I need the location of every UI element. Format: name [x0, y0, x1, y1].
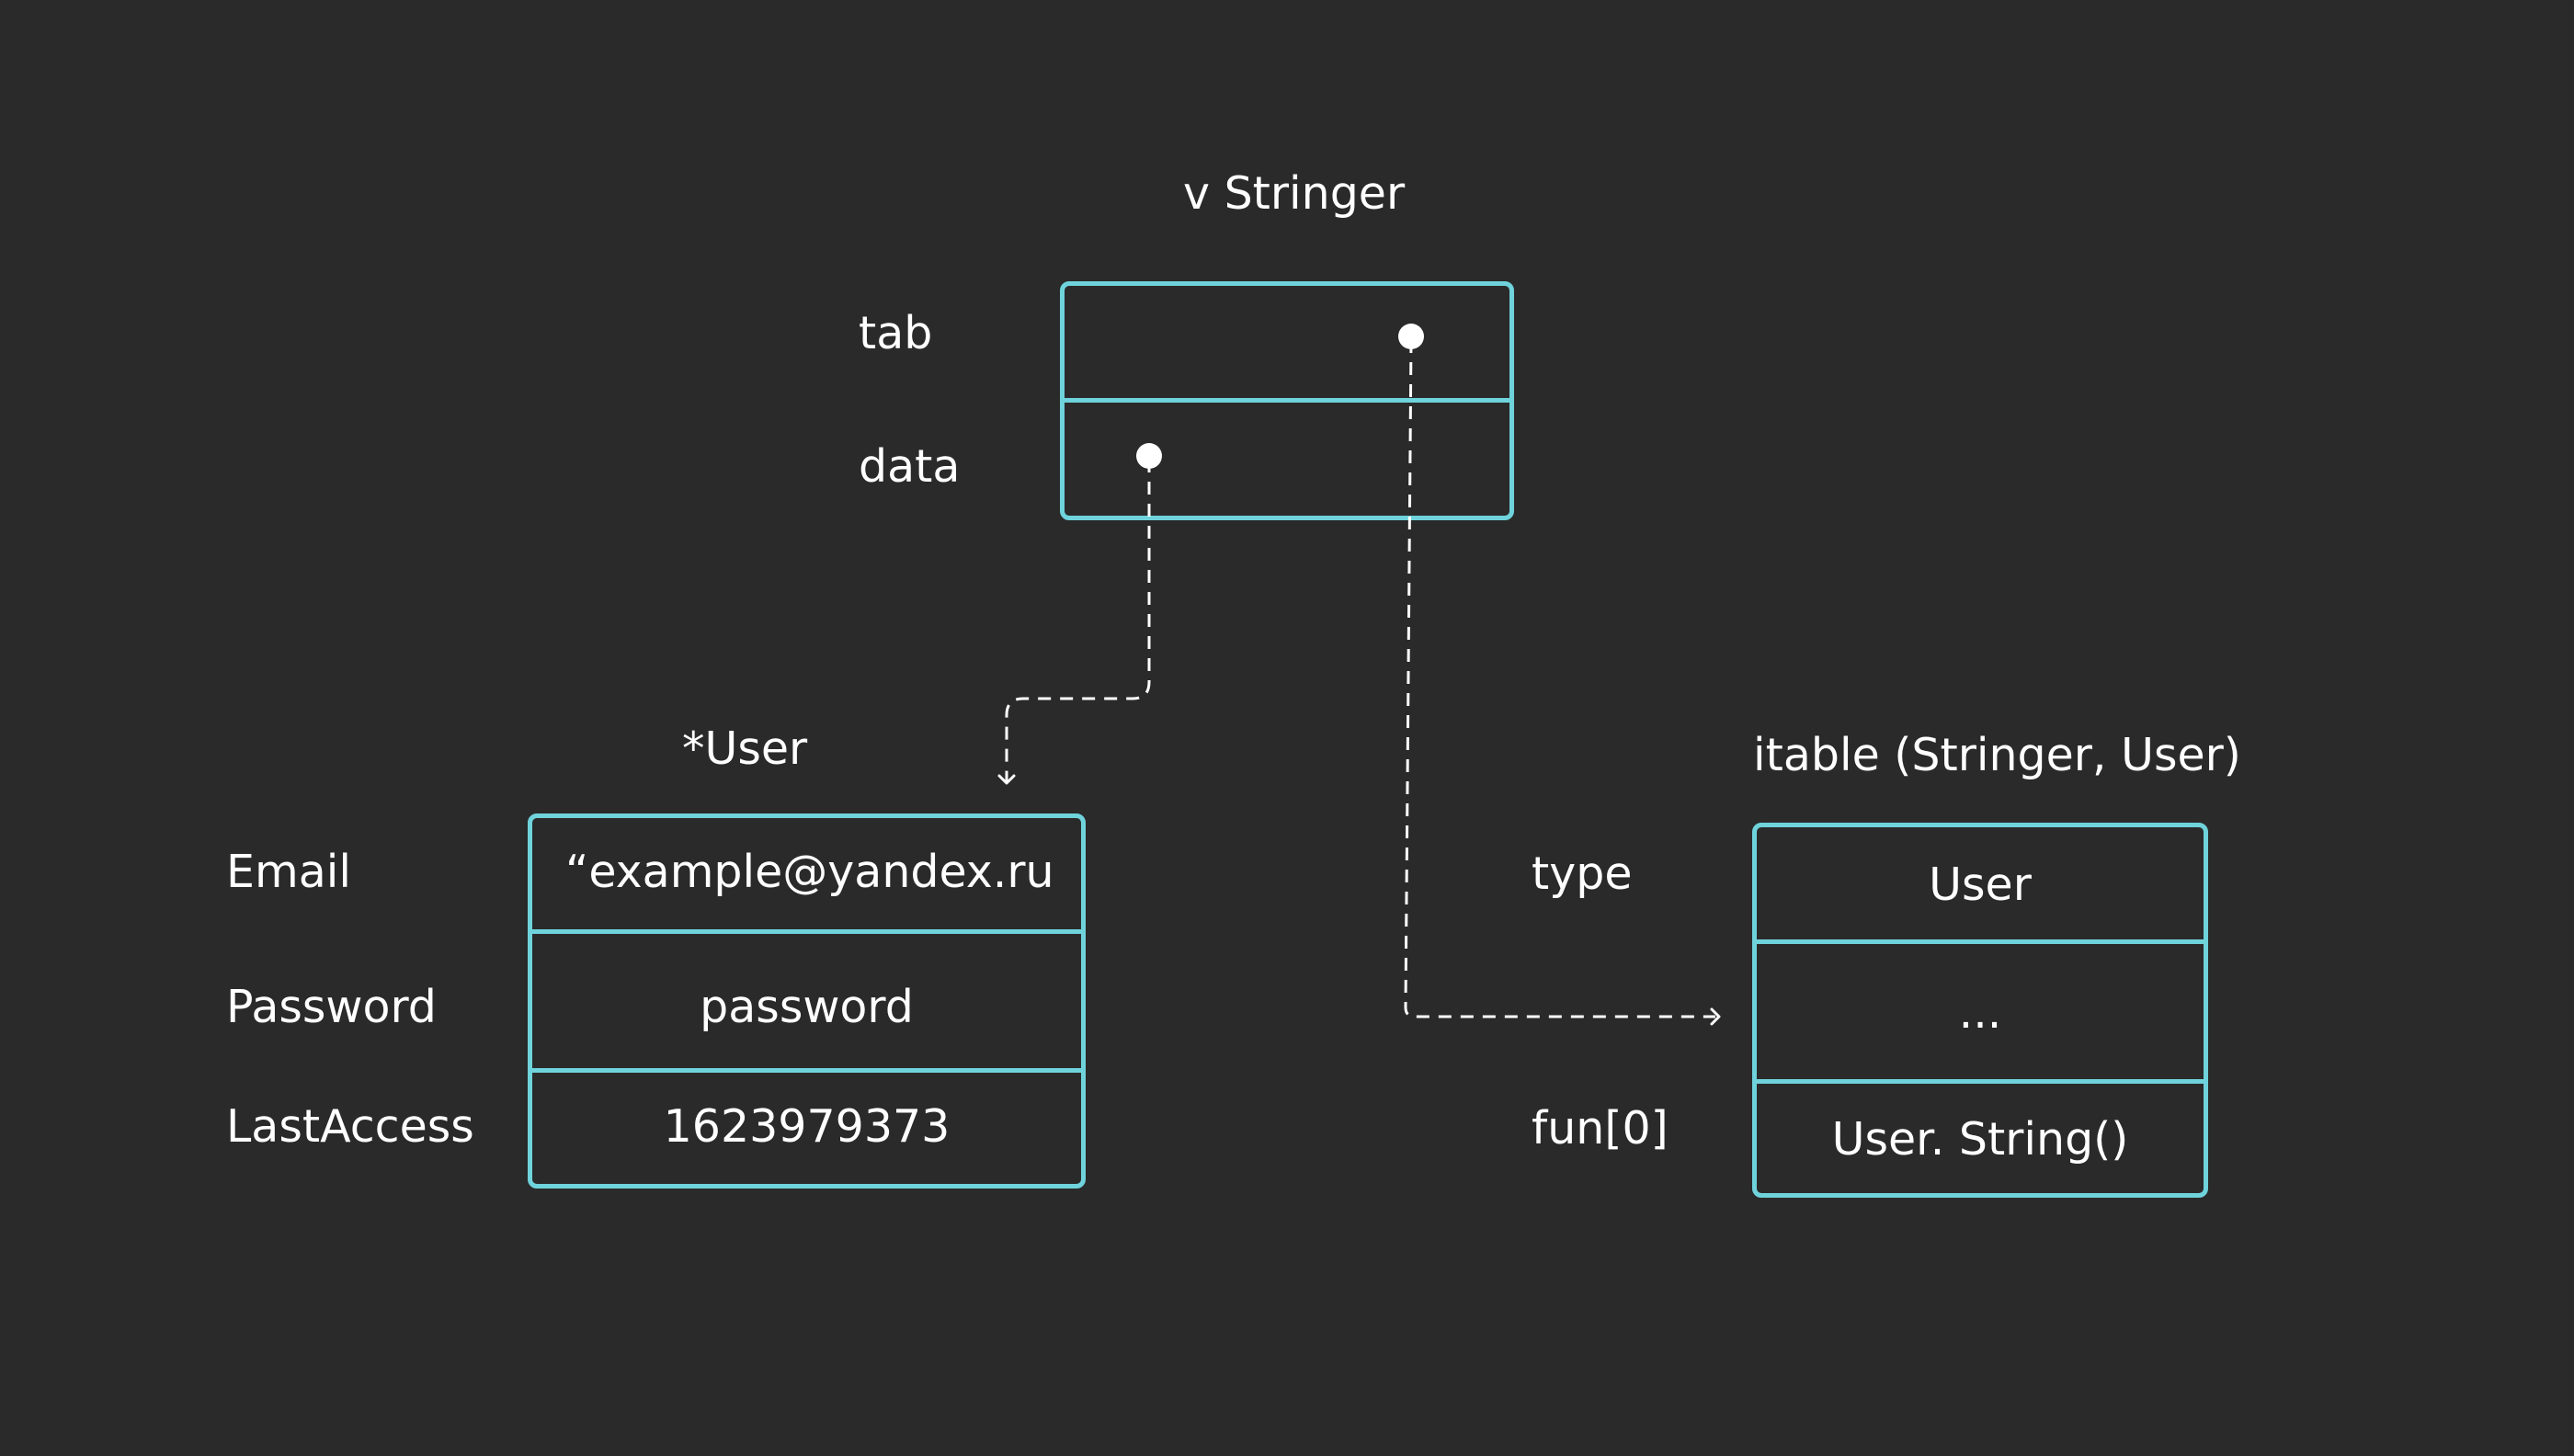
- user-divider-2: [532, 1068, 1081, 1073]
- data-pointer-dot: [1136, 443, 1162, 469]
- stringer-divider: [1065, 398, 1509, 403]
- stringer-title: v Stringer: [1183, 167, 1406, 220]
- stringer-box: [1060, 281, 1514, 520]
- user-value-email: “example@yandex.ru: [565, 846, 1054, 898]
- tab-arrow-head: [1710, 1007, 1721, 1026]
- itable-value-ellipsis: ...: [1958, 986, 2002, 1039]
- stringer-label-data: data: [859, 440, 961, 493]
- itable-title: itable (Stringer, User): [1753, 729, 2241, 781]
- user-title: *User: [682, 722, 808, 775]
- stringer-label-tab: tab: [859, 307, 933, 359]
- itable-divider-1: [1757, 939, 2204, 944]
- user-label-lastaccess: LastAccess: [226, 1100, 474, 1153]
- itable-box: User ... User. String(): [1752, 823, 2208, 1198]
- user-value-lastaccess: 1623979373: [663, 1100, 951, 1153]
- user-value-password: password: [700, 981, 914, 1033]
- itable-label-type: type: [1532, 847, 1633, 900]
- itable-value-type: User: [1929, 859, 2032, 911]
- user-label-email: Email: [226, 846, 351, 898]
- itable-label-fun0: fun[0]: [1532, 1102, 1669, 1155]
- user-box: “example@yandex.ru password 1623979373: [528, 813, 1086, 1189]
- tab-pointer-dot: [1398, 324, 1424, 349]
- data-pointer-line: [1005, 460, 1151, 781]
- data-arrow-head: [997, 774, 1016, 785]
- tab-pointer-line: [1404, 339, 1715, 1018]
- user-label-password: Password: [226, 981, 437, 1033]
- itable-value-fun0: User. String(): [1831, 1113, 2129, 1166]
- user-divider-1: [532, 929, 1081, 934]
- itable-divider-2: [1757, 1079, 2204, 1084]
